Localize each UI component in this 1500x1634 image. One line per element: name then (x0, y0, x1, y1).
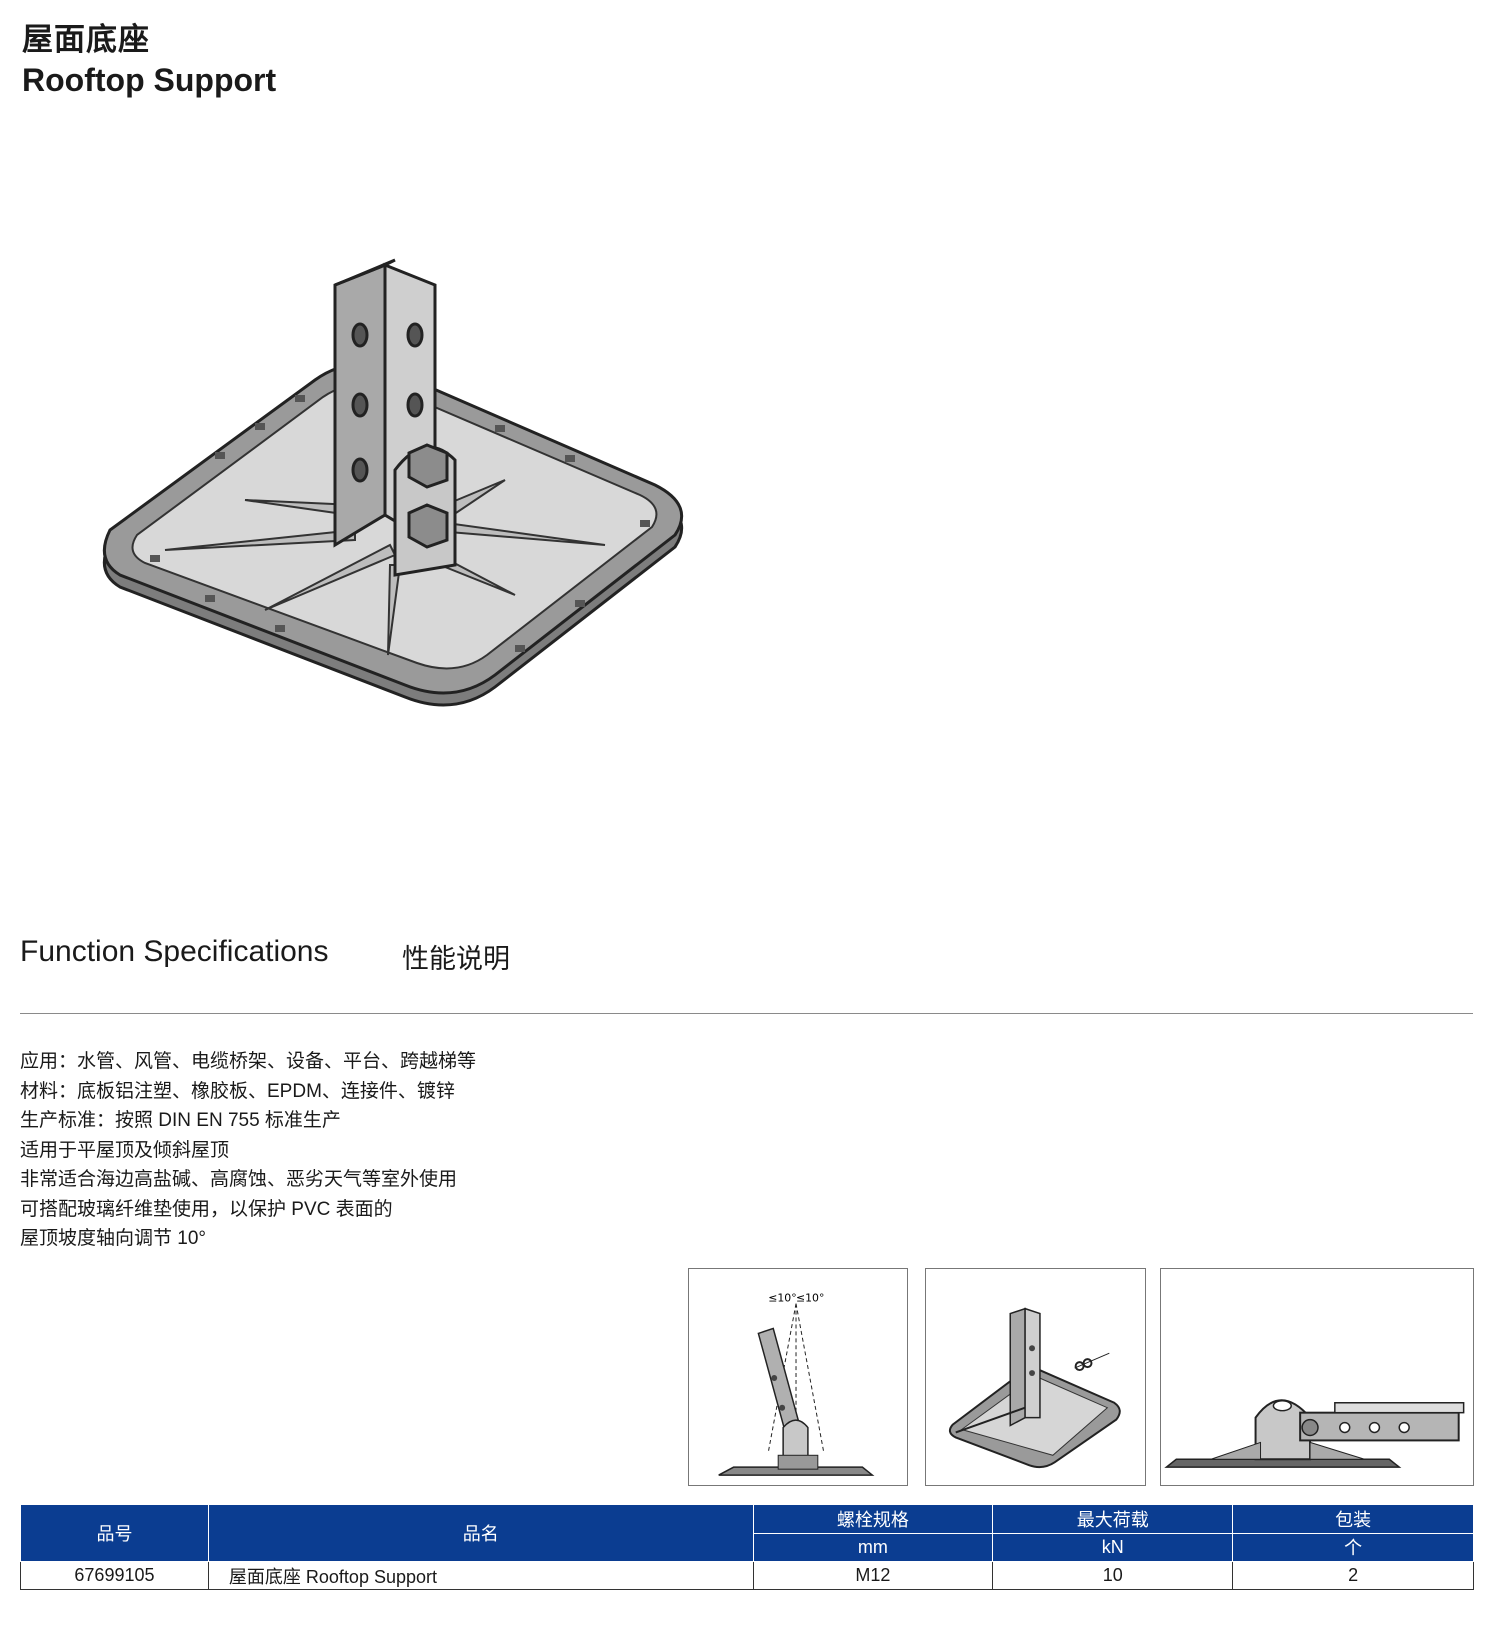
cell-code: 67699105 (20, 1561, 209, 1590)
tilt-diagram: ≤10° ≤10° (718, 1292, 875, 1476)
cell-bolt: M12 (752, 1561, 994, 1590)
angle-label-right: ≤10° (796, 1292, 824, 1305)
spec-item: 非常适合海边高盐碱、高腐蚀、恶劣天气等室外使用 (20, 1169, 458, 1190)
header-bolt: 螺栓规格 (752, 1504, 994, 1534)
header-load: 最大荷载 (992, 1504, 1234, 1534)
spec-item: 材料：底板铝注塑、橡胶板、EPDM、连接件、镀锌 (20, 1080, 455, 1102)
spec-item: 可搭配玻璃纤维垫使用，以保护 PVC 表面的 (20, 1198, 393, 1220)
assembly-drawing (948, 1307, 1121, 1469)
page-title-en: Rooftop Support (22, 62, 277, 98)
header-pack-unit: 个 (1232, 1532, 1474, 1562)
side-view-thumbnail (1160, 1268, 1474, 1486)
side-view-drawing (1164, 1399, 1465, 1468)
ribs (164, 479, 606, 656)
cell-pack: 2 (1232, 1561, 1474, 1590)
spec-item: 适用于平屋顶及倾斜屋顶 (20, 1139, 230, 1161)
page-title-cn: 屋面底座 (22, 22, 150, 57)
table-row: 67699105 屋面底座 Rooftop Support M12 10 2 (20, 1561, 1474, 1590)
tilt-diagram-thumbnail: ≤10° ≤10° (688, 1268, 908, 1486)
angle-label-left: ≤10° (768, 1292, 796, 1305)
header-name: 品名 (207, 1504, 754, 1562)
product-illustration (95, 255, 715, 735)
header-pack: 包装 (1232, 1504, 1474, 1534)
section-divider (20, 1013, 1473, 1014)
header-bolt-unit: mm (752, 1532, 994, 1562)
cell-name: 屋面底座 Rooftop Support (207, 1561, 754, 1590)
spec-list: 应用：水管、风管、电缆桥架、设备、平台、跨越梯等 材料：底板铝注塑、橡胶板、EP… (20, 1047, 476, 1254)
product-table: 品号 品名 螺栓规格 最大荷载 包装 mm kN 个 67699105 屋面底座… (20, 1504, 1474, 1590)
section-title-en: Function Specifications (20, 935, 329, 968)
bracket (393, 443, 457, 577)
rooftop-support-drawing (102, 258, 684, 707)
header-load-unit: kN (992, 1532, 1234, 1562)
section-title-cn: 性能说明 (402, 944, 510, 974)
assembly-thumbnail (925, 1268, 1146, 1486)
spec-item: 应用：水管、风管、电缆桥架、设备、平台、跨越梯等 (20, 1051, 477, 1072)
spec-item: 屋顶坡度轴向调节 10° (20, 1228, 207, 1249)
cell-load: 10 (992, 1561, 1234, 1590)
header-code: 品号 (20, 1504, 209, 1562)
spec-item: 生产标准：按照 DIN EN 755 标准生产 (20, 1110, 341, 1131)
